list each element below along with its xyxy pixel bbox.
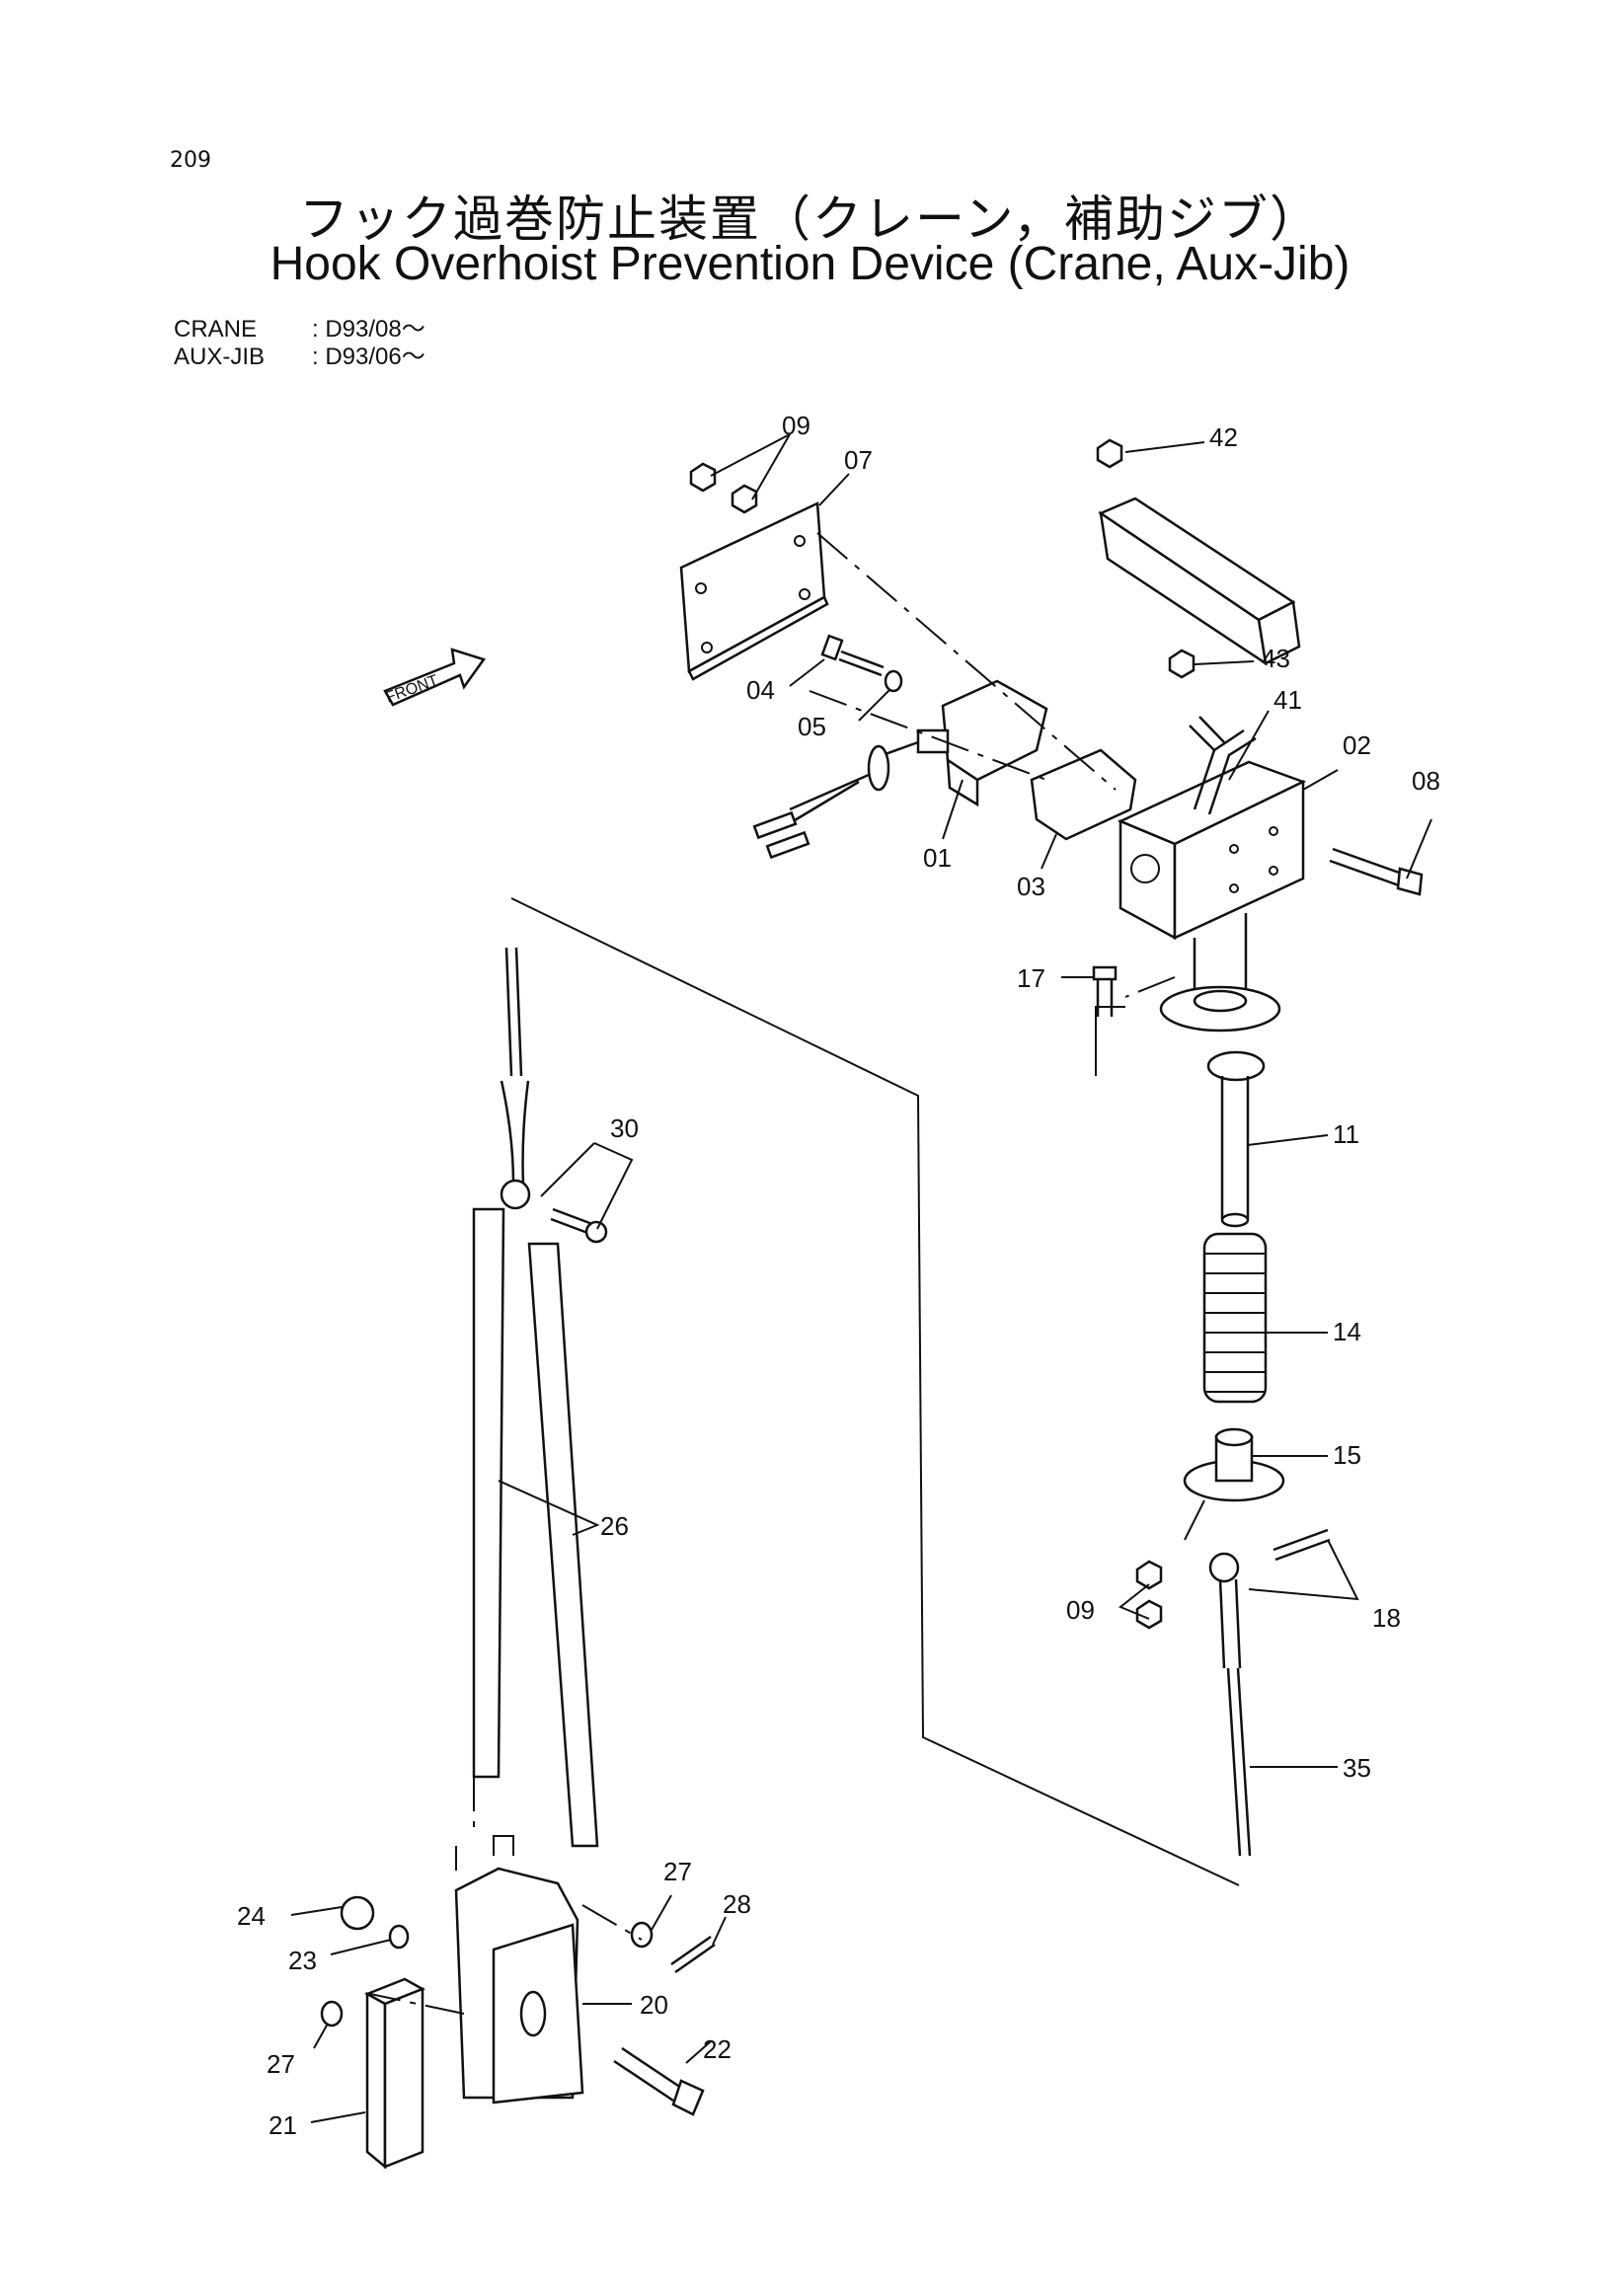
front-arrow-icon: FRONT xyxy=(383,648,487,707)
callout-18: 18 xyxy=(1372,1603,1401,1633)
callout-23: 23 xyxy=(288,1946,317,1975)
callout-03: 03 xyxy=(1017,872,1045,901)
callout-42: 42 xyxy=(1209,422,1238,452)
callout-05: 05 xyxy=(798,712,826,741)
washer-23 xyxy=(388,1924,410,1950)
nut-09-lower xyxy=(1135,1560,1163,1630)
callout-01: 01 xyxy=(923,843,952,873)
callout-35: 35 xyxy=(1343,1753,1371,1783)
callout-15: 15 xyxy=(1333,1440,1361,1470)
washer-27-right xyxy=(630,1921,654,1949)
callout-17: 17 xyxy=(1017,963,1045,993)
nut-43 xyxy=(1168,649,1196,679)
spring-14 xyxy=(1202,1232,1268,1404)
page-number: 209 xyxy=(170,148,211,173)
tube-flange xyxy=(1159,913,1281,1033)
bolt-04 xyxy=(820,634,885,677)
mounting-box-02 xyxy=(1117,760,1307,941)
bracket-plate-07 xyxy=(679,501,829,681)
callout-14: 14 xyxy=(1333,1317,1361,1346)
rod-11 xyxy=(1206,1050,1266,1228)
callout-24: 24 xyxy=(237,1901,266,1931)
angle-bracket xyxy=(1098,497,1301,666)
bolt-08 xyxy=(1329,847,1424,896)
callout-26: 26 xyxy=(600,1511,629,1541)
hose-fitting-41 xyxy=(1189,716,1257,815)
callout-09-upper: 09 xyxy=(782,411,810,440)
applicability-aux-jib: AUX-JIB: D93/06～ xyxy=(174,344,425,370)
nut-42 xyxy=(1096,438,1123,469)
callout-21: 21 xyxy=(269,2110,297,2140)
callout-41: 41 xyxy=(1273,685,1302,715)
split-pin-28 xyxy=(670,1935,716,1974)
applicability-crane: CRANE: D93/08～ xyxy=(174,316,425,343)
callout-08: 08 xyxy=(1412,766,1440,796)
clevis-block-20 xyxy=(454,1867,584,2105)
callout-11: 11 xyxy=(1333,1119,1359,1149)
seat-15 xyxy=(1183,1427,1285,1502)
applicability-list: CRANE: D93/08～ AUX-JIB: D93/06～ xyxy=(174,316,425,371)
limit-switch-01 xyxy=(752,679,1048,860)
callout-04: 04 xyxy=(746,675,775,705)
strap-26-left xyxy=(472,1207,505,1779)
front-label: FRONT xyxy=(384,672,441,707)
callout-43: 43 xyxy=(1262,644,1290,673)
part-callouts: 09 07 42 43 41 02 08 04 05 01 03 17 11 1… xyxy=(237,411,1440,2140)
wire-rope-35 xyxy=(1226,1667,1252,1857)
cover-03 xyxy=(1030,748,1137,841)
bolt-17 xyxy=(1092,965,1118,1017)
nut-09-upper xyxy=(689,462,758,514)
callout-02: 02 xyxy=(1343,730,1371,760)
washer-05 xyxy=(884,669,903,693)
title-english: Hook Overhoist Prevention Device (Crane,… xyxy=(270,238,1350,290)
callout-09-lower: 09 xyxy=(1066,1595,1095,1625)
callout-22: 22 xyxy=(703,2034,732,2064)
callout-28: 28 xyxy=(723,1889,751,1919)
callout-07: 07 xyxy=(844,445,873,475)
washer-27-left xyxy=(320,2000,344,2028)
nut-24 xyxy=(340,1895,375,1931)
callout-20: 20 xyxy=(640,1990,668,2020)
shackle-18 xyxy=(1208,1528,1331,1669)
callout-27-right: 27 xyxy=(663,1857,692,1886)
assembly-lines xyxy=(369,532,1240,2015)
wire-rope-upper xyxy=(500,947,530,1186)
title-japanese: フック過巻防止装置（クレーン，補助ジブ） xyxy=(299,191,1321,248)
strap-26-right xyxy=(527,1242,599,1848)
callout-27-left: 27 xyxy=(267,2049,295,2079)
block-21 xyxy=(364,1977,425,2170)
shackle-30 xyxy=(500,1179,608,1244)
bolt-22 xyxy=(613,2046,705,2116)
leader-lines xyxy=(290,433,1432,2123)
callout-30: 30 xyxy=(610,1113,639,1143)
